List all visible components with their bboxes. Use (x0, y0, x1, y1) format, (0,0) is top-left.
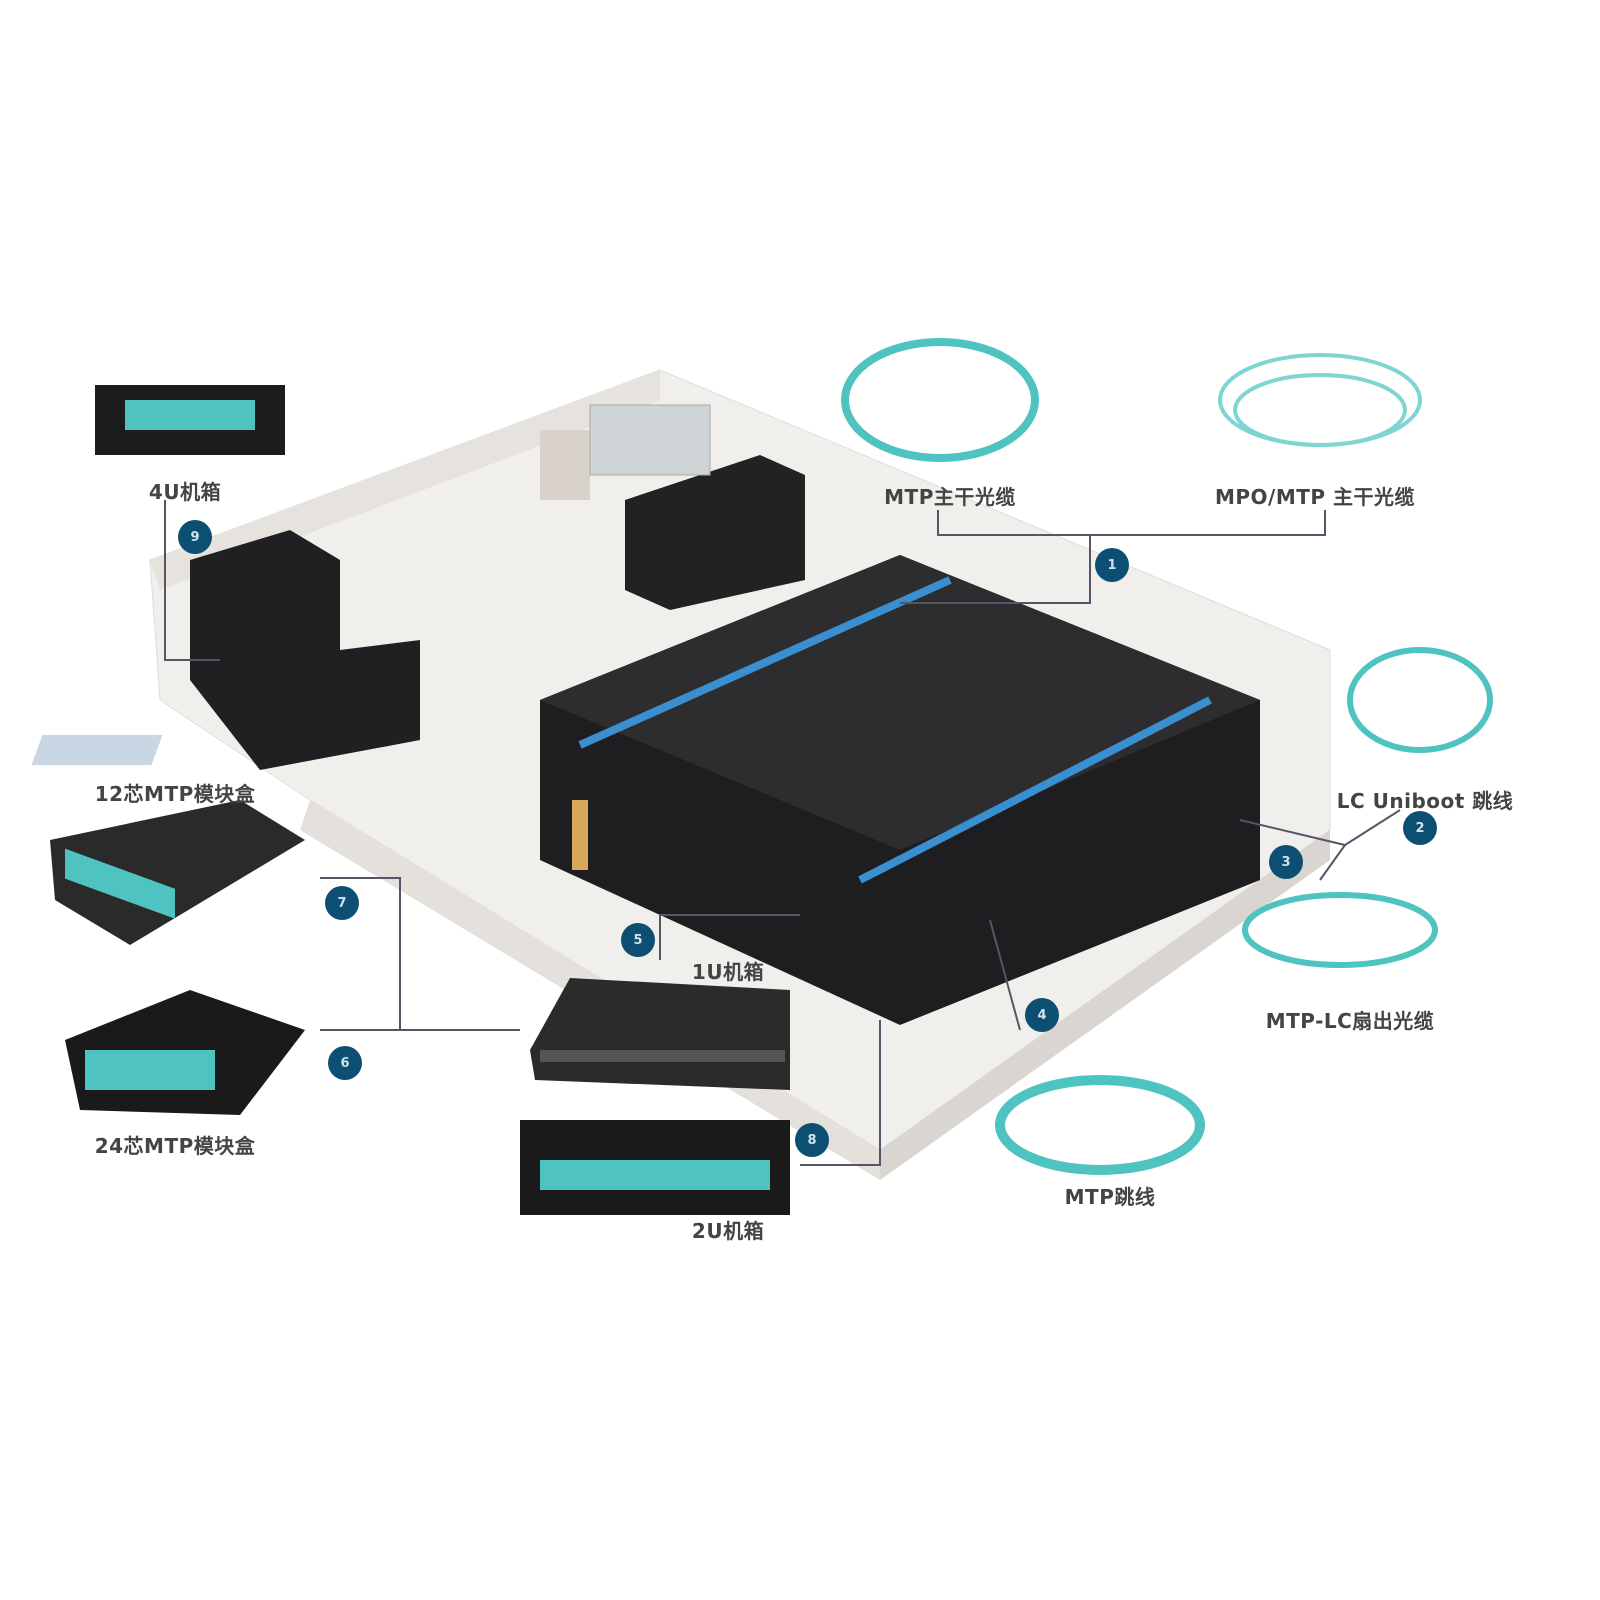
mpo-mtp-trunk-cable (1218, 353, 1422, 447)
label-chassis-2u: 2U机箱 (691, 1219, 765, 1243)
cassette-12-image (50, 800, 305, 945)
office-partition (540, 430, 590, 500)
label-mtp-patch: MTP跳线 (1064, 1185, 1156, 1209)
floor-tiles (31, 735, 163, 765)
mtp-patch-cable (995, 1075, 1205, 1175)
label-mtp-lc-fanout: MTP-LC扇出光缆 (1265, 1009, 1435, 1033)
room-base-right (880, 830, 1330, 1180)
marker-2: 2 (1403, 811, 1437, 845)
marker-3: 3 (1269, 845, 1303, 879)
label-lc-uniboot: LC Uniboot 跳线 (1336, 789, 1514, 813)
marker-8: 8 (795, 1123, 829, 1157)
chassis-2u-image (520, 1120, 790, 1215)
technician (572, 800, 588, 870)
label-cassette-12: 12芯MTP模块盒 (94, 782, 256, 806)
mtp-lc-fanout-cable (1242, 892, 1438, 968)
label-chassis-4u: 4U机箱 (148, 480, 222, 504)
main-rack-top (540, 555, 1260, 850)
left-rack-group (190, 530, 420, 770)
leader-lines (164, 500, 1401, 1166)
marker-5: 5 (621, 923, 655, 957)
mtp-trunk-cable (841, 338, 1039, 462)
label-mtp-trunk: MTP主干光缆 (884, 485, 1016, 509)
marker-9: 9 (178, 520, 212, 554)
lc-uniboot-cable (1347, 647, 1493, 753)
label-mpo-mtp-trunk: MPO/MTP 主干光缆 (1214, 485, 1416, 509)
marker-7: 7 (325, 886, 359, 920)
back-rack-row (625, 455, 805, 610)
marker-1: 1 (1095, 548, 1129, 582)
chassis-4u-image (95, 385, 285, 455)
label-chassis-1u: 1U机箱 (691, 960, 765, 984)
marker-4: 4 (1025, 998, 1059, 1032)
cable-tray-1 (578, 576, 952, 749)
label-cassette-24: 24芯MTP模块盒 (94, 1134, 256, 1158)
chassis-1u-image (530, 978, 790, 1090)
cable-tray-2 (858, 696, 1212, 884)
marker-6: 6 (328, 1046, 362, 1080)
glass-room (589, 404, 711, 476)
cassette-24-image (65, 990, 305, 1115)
